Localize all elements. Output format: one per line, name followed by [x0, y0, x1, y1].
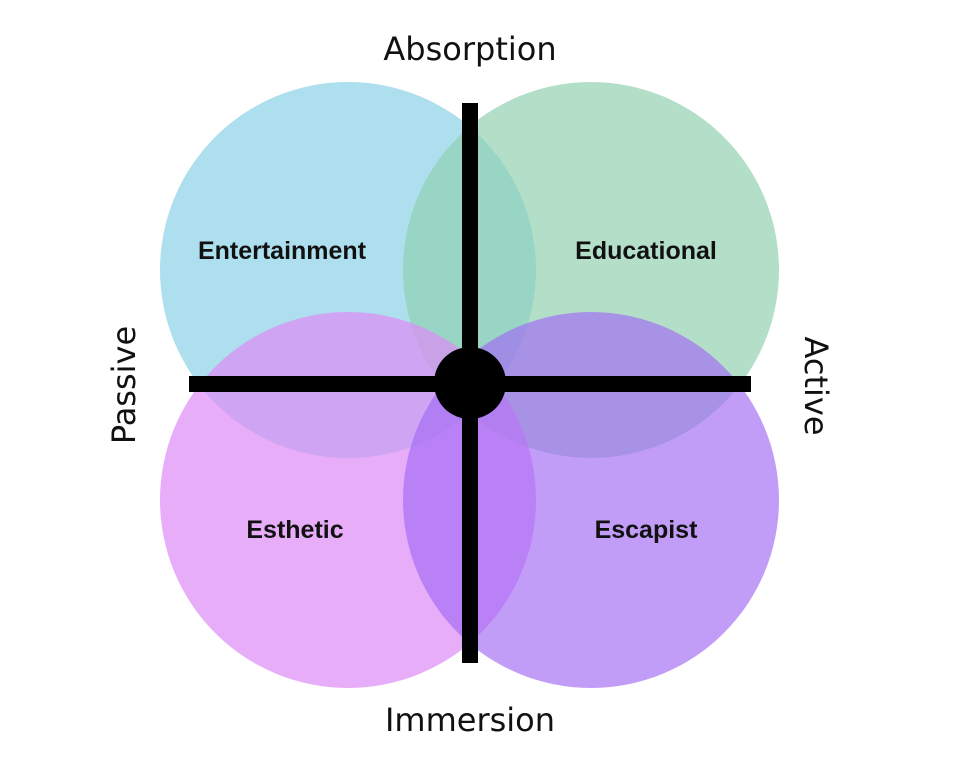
label-escapist: Escapist — [595, 516, 699, 544]
axis-label-right: Active — [797, 337, 835, 436]
label-entertainment: Entertainment — [198, 237, 367, 265]
center-dot — [434, 347, 506, 419]
axis-label-top: Absorption — [383, 30, 556, 68]
label-esthetic: Esthetic — [246, 516, 343, 544]
axis-label-left: Passive — [105, 326, 143, 444]
label-educational: Educational — [575, 237, 717, 265]
axis-label-bottom: Immersion — [385, 701, 555, 739]
